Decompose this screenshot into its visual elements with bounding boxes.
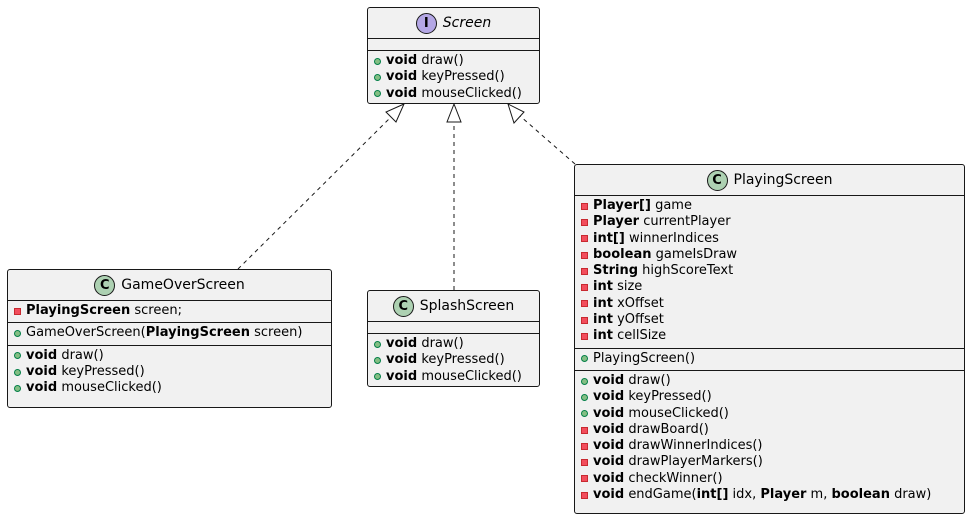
class-splashscreen[interactable]: C SplashScreen void draw() void keyPress… (367, 290, 540, 387)
class-header: I Screen (368, 8, 539, 38)
method-row: void draw() (14, 348, 325, 364)
public-icon (374, 356, 381, 364)
field-row: boolean gameIsDraw (581, 247, 958, 263)
class-name: GameOverScreen (121, 276, 245, 293)
fields-section: Player[] game Player currentPlayer int[]… (575, 195, 964, 348)
private-icon (581, 333, 588, 341)
field-row: Player currentPlayer (581, 214, 958, 230)
private-icon (581, 459, 588, 467)
interface-badge-icon: I (415, 12, 437, 34)
field-row: PlayingScreen screen; (14, 303, 325, 319)
constructor-row: PlayingScreen() (581, 351, 958, 367)
public-icon (14, 329, 21, 337)
fields-section: PlayingScreen screen; (8, 300, 331, 322)
method-row: void draw() (374, 53, 533, 69)
method-row-endgame: void endGame(int[] idx, Player m, boolea… (581, 487, 958, 503)
public-icon (374, 57, 381, 65)
method-row: void keyPressed() (581, 389, 958, 405)
public-icon (581, 377, 588, 385)
public-icon (374, 90, 381, 98)
public-icon (374, 373, 381, 381)
private-icon (581, 267, 588, 275)
methods-section: void draw() void keyPressed() void mouse… (368, 333, 539, 388)
private-icon (581, 300, 588, 308)
private-icon (581, 284, 588, 292)
fields-section (368, 38, 539, 50)
public-icon (14, 368, 21, 376)
method-row: void drawBoard() (581, 422, 958, 438)
public-icon (581, 393, 588, 401)
constructor-section: PlayingScreen() (575, 347, 964, 370)
field-row: int size (581, 279, 958, 295)
private-icon (581, 251, 588, 259)
field-row: int[] winnerIndices (581, 231, 958, 247)
field-row: int yOffset (581, 312, 958, 328)
method-row: void draw() (581, 373, 958, 389)
method-row: void keyPressed() (374, 352, 533, 368)
class-badge-icon: C (94, 274, 116, 296)
private-icon (581, 202, 588, 210)
method-row: void mouseClicked() (374, 86, 533, 102)
realization-arrowhead-splashscreen (446, 102, 462, 123)
method-row: void drawWinnerIndices() (581, 438, 958, 454)
private-icon (581, 218, 588, 226)
realization-edge-playingscreen (519, 115, 576, 165)
class-badge-icon: C (392, 295, 414, 317)
field-row: int cellSize (581, 328, 958, 344)
class-name: PlayingScreen (733, 171, 833, 188)
realization-arrowhead-gameoverscreen (385, 103, 405, 123)
public-icon (581, 355, 588, 363)
public-icon (14, 384, 21, 392)
constructor-section: GameOverScreen(PlayingScreen screen) (8, 322, 331, 344)
method-row: void mouseClicked() (14, 380, 325, 396)
class-header: C PlayingScreen (575, 165, 964, 195)
private-icon (581, 235, 588, 243)
constructor-row: GameOverScreen(PlayingScreen screen) (14, 325, 325, 341)
class-badge-icon: C (706, 169, 728, 191)
method-row: void mouseClicked() (581, 406, 958, 422)
class-header: C GameOverScreen (8, 270, 331, 300)
public-icon (374, 340, 381, 348)
fields-section (368, 321, 539, 333)
class-name: SplashScreen (419, 297, 515, 314)
class-screen[interactable]: I Screen void draw() void keyPressed() v… (367, 7, 540, 104)
field-row: Player[] game (581, 198, 958, 214)
method-row: void mouseClicked() (374, 369, 533, 385)
realization-edge-gameoverscreen (237, 115, 393, 270)
method-row: void keyPressed() (374, 69, 533, 85)
class-header: C SplashScreen (368, 291, 539, 321)
public-icon (374, 73, 381, 81)
class-name: Screen (442, 14, 492, 31)
methods-section: void draw() void keyPressed() void mouse… (368, 50, 539, 105)
private-icon (581, 316, 588, 324)
private-icon (581, 491, 588, 499)
field-row: String highScoreText (581, 263, 958, 279)
field-row: int xOffset (581, 296, 958, 312)
method-row: void draw() (374, 336, 533, 352)
public-icon (14, 352, 21, 360)
methods-section: void draw() void keyPressed() void mouse… (8, 344, 331, 400)
public-icon (581, 410, 588, 418)
class-playingscreen[interactable]: C PlayingScreen Player[] game Player cur… (574, 164, 965, 514)
private-icon (581, 475, 588, 483)
class-gameoverscreen[interactable]: C GameOverScreen PlayingScreen screen; G… (7, 269, 332, 408)
private-icon (581, 442, 588, 450)
private-icon (581, 426, 588, 434)
method-row: void keyPressed() (14, 364, 325, 380)
method-row: void checkWinner() (581, 471, 958, 487)
realization-arrowhead-playingscreen (507, 103, 525, 124)
method-row: void drawPlayerMarkers() (581, 454, 958, 470)
private-icon (14, 307, 21, 315)
methods-section: void draw() void keyPressed() void mouse… (575, 369, 964, 506)
